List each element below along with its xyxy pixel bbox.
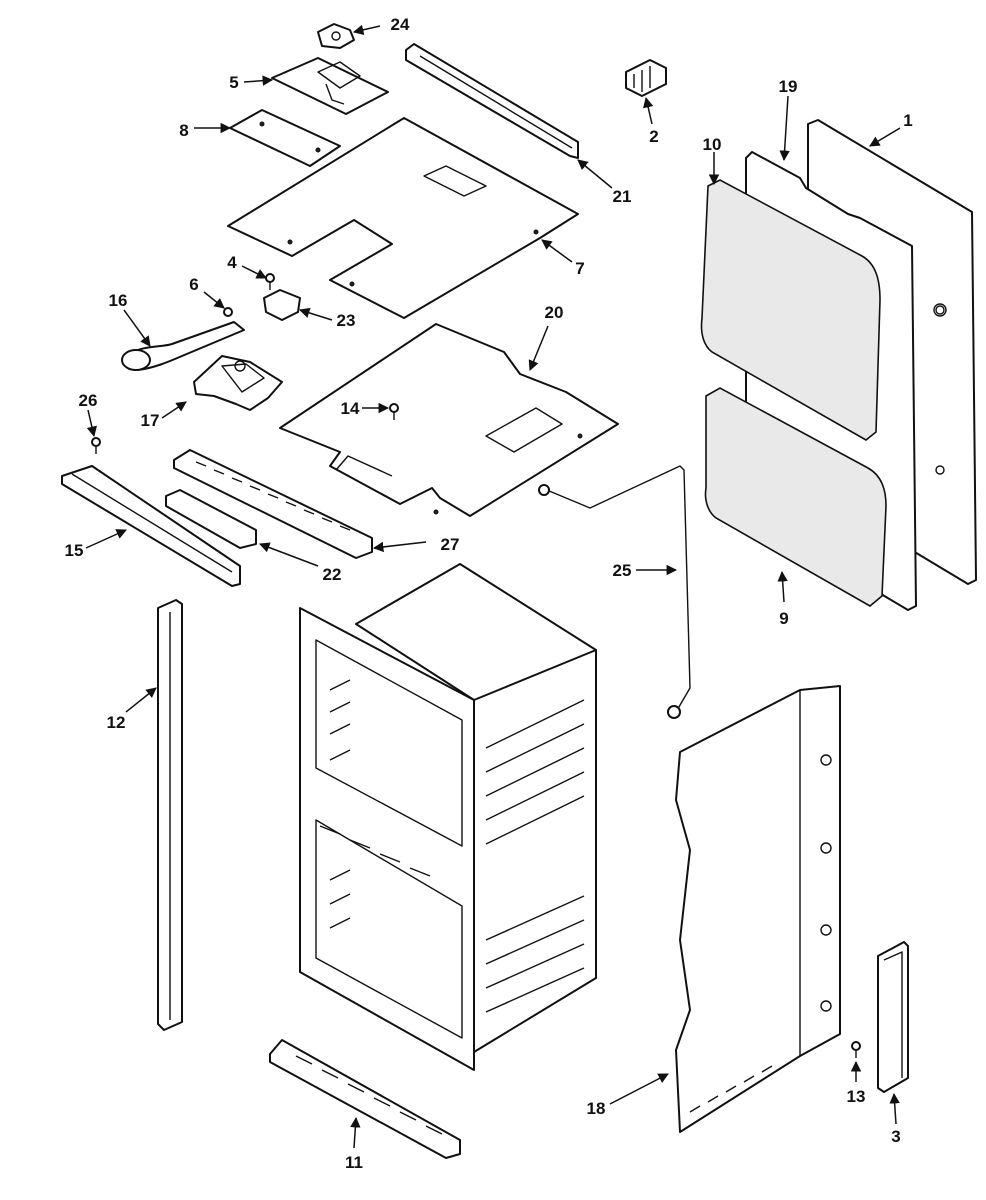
leader-4	[241, 265, 267, 279]
leader-5	[243, 75, 274, 86]
leader-11	[350, 1116, 361, 1149]
callout-24: 24	[391, 15, 410, 34]
leader-16	[123, 309, 151, 347]
leader-15	[85, 529, 127, 549]
callout-17: 17	[141, 411, 160, 430]
part-27-perforated-rail	[173, 449, 373, 559]
callout-4: 4	[227, 253, 237, 272]
leader-26	[86, 409, 97, 438]
part-22-channel	[165, 489, 257, 549]
callout-13: 13	[847, 1087, 866, 1106]
leader-3	[889, 1092, 900, 1125]
callout-6: 6	[189, 275, 198, 294]
callout-18: 18	[587, 1099, 606, 1118]
leader-24	[352, 24, 381, 35]
callout-labels: 24 5 8 21 2 19 1 10 7 4 23 6 16 20 17 14…	[65, 15, 913, 1172]
leader-23	[298, 307, 333, 321]
part-21-top-strip	[405, 43, 579, 159]
leader-20	[528, 325, 549, 371]
callout-10: 10	[703, 135, 722, 154]
part-26-screw	[91, 437, 101, 454]
callout-2: 2	[649, 127, 658, 146]
part-10-upper-insulation	[700, 179, 881, 441]
callout-9: 9	[779, 609, 788, 628]
part-7-top-panel	[227, 117, 579, 319]
part-4-screw	[265, 273, 275, 290]
leader-7	[541, 239, 573, 263]
callout-16: 16	[109, 291, 128, 310]
callout-14: 14	[341, 399, 360, 418]
callout-19: 19	[779, 77, 798, 96]
callout-21: 21	[613, 187, 632, 206]
part-6-screw	[223, 307, 233, 317]
part-17-latch-assembly	[193, 355, 283, 411]
leader-arrows	[85, 24, 901, 1149]
callout-15: 15	[65, 541, 84, 560]
callout-8: 8	[179, 121, 188, 140]
leader-2	[643, 96, 654, 125]
callout-20: 20	[545, 303, 564, 322]
callout-3: 3	[891, 1127, 900, 1146]
part-12-vertical-trim	[157, 599, 183, 1031]
leader-9	[777, 570, 788, 603]
part-20-lower-panel	[279, 323, 619, 517]
part-2-terminal-block	[625, 59, 667, 97]
callout-1: 1	[903, 111, 912, 130]
callout-23: 23	[337, 311, 356, 330]
callout-11: 11	[345, 1153, 363, 1172]
part-15-front-rail	[61, 465, 241, 587]
part-14-screw	[389, 403, 399, 420]
leader-18	[609, 1073, 669, 1105]
callout-5: 5	[229, 73, 238, 92]
callout-25: 25	[613, 561, 632, 580]
part-9-lower-insulation	[704, 387, 887, 607]
part-13-screw	[851, 1041, 861, 1058]
part-23-switch	[263, 289, 301, 321]
oven-cavity-frame	[299, 563, 597, 1071]
part-8-panel	[229, 109, 341, 167]
callout-22: 22	[323, 565, 342, 584]
part-24-bracket	[317, 23, 355, 49]
part-25-tube	[538, 465, 691, 719]
part-3-bracket	[877, 941, 909, 1093]
leader-21	[577, 159, 613, 189]
callout-26: 26	[79, 391, 98, 410]
leader-12	[125, 687, 157, 713]
callout-27: 27	[441, 535, 460, 554]
leader-17	[161, 401, 187, 419]
callout-7: 7	[575, 259, 584, 278]
leader-6	[203, 291, 225, 309]
leader-19	[779, 95, 790, 162]
leader-1	[869, 127, 901, 147]
part-11-bottom-trim	[269, 1039, 461, 1159]
leader-27	[372, 541, 427, 553]
leader-22	[259, 542, 319, 567]
part-5-mounting-plate	[271, 57, 389, 115]
callout-12: 12	[107, 713, 126, 732]
part-16-lever	[121, 321, 245, 371]
part-18-side-panel	[675, 685, 841, 1133]
